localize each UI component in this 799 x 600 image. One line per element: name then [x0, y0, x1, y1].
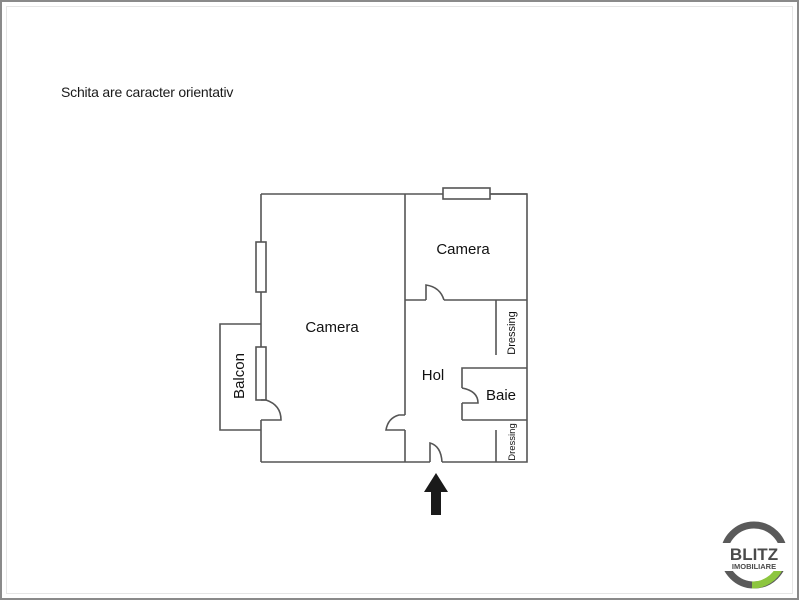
logo-text-imobiliare: IMOBILIARE	[732, 562, 776, 571]
door-entrance	[429, 441, 443, 463]
room-label-dressing-lower: Dressing	[507, 423, 518, 461]
door-camera-small	[425, 284, 445, 301]
room-label-balcon: Balcon	[231, 353, 248, 399]
window-top	[442, 187, 491, 200]
room-label-baie: Baie	[486, 387, 516, 404]
room-label-camera-small: Camera	[436, 241, 490, 258]
room-label-dressing-upper: Dressing	[506, 311, 518, 354]
arrow-up-icon	[424, 473, 448, 515]
door-baie	[461, 387, 479, 404]
room-label-camera-large: Camera	[305, 319, 359, 336]
balcony-outline	[219, 323, 261, 431]
blitz-logo: BLITZ IMOBILIARE	[720, 521, 788, 589]
baie-wall	[461, 367, 527, 388]
window-balcony	[255, 346, 267, 401]
balcony-door	[261, 399, 282, 421]
window-left-upper	[255, 241, 267, 293]
door-camera-large	[385, 414, 405, 431]
page-frame-inner	[6, 6, 793, 594]
logo-text-blitz: BLITZ	[730, 545, 778, 564]
disclaimer-note: Schita are caracter orientativ	[61, 84, 234, 100]
room-label-hol: Hol	[422, 367, 445, 384]
